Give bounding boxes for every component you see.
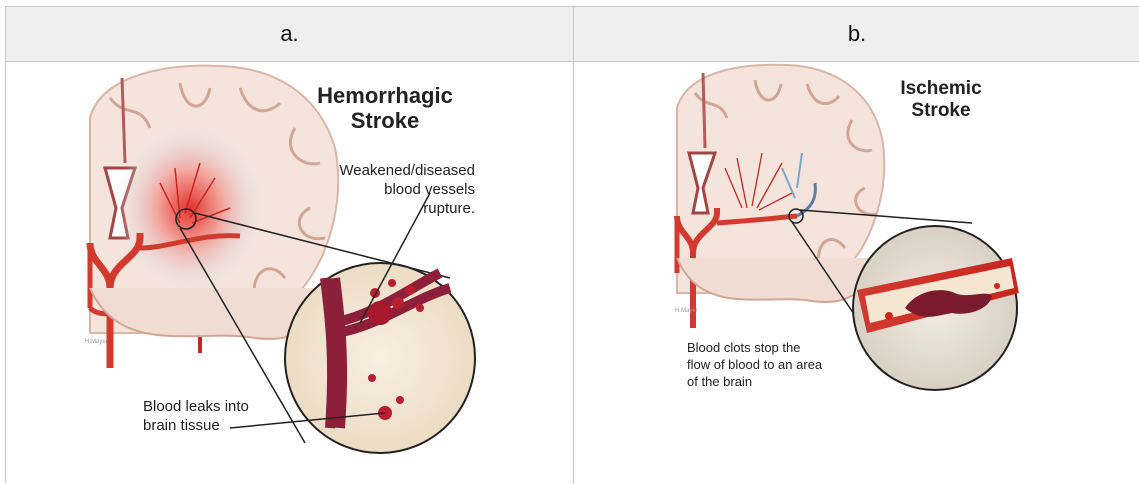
callout-rupture-line-1: Weakened/diseased [339,162,475,179]
title-line-2: Stroke [911,100,970,121]
callout-leak-line-1: Blood leaks into [143,398,249,415]
callout-clot-line-2: flow of blood to an area [687,357,823,372]
callout-leak-line-2: brain tissue [143,417,220,434]
title-line-1: Hemorrhagic [317,83,453,108]
callout-clot-line-3: of the brain [687,374,752,389]
column-header-b: b. [574,7,1139,62]
callout-clot-line-1: Blood clots stop the [687,340,800,355]
artist-signature: H.Mayer [85,339,108,345]
artist-signature: H.Mayer [675,308,698,314]
hemorrhage-area [115,123,265,293]
column-divider [573,62,574,484]
hemorrhagic-stroke-illustration: Hemorrhagic Stroke Weakened/diseased blo… [80,58,500,473]
title-line-2: Stroke [351,108,419,133]
callout-rupture-line-3: rupture. [423,200,475,217]
callout-rupture-line-2: blood vessels [384,181,475,198]
column-header-a: a. [6,7,574,62]
title-line-1: Ischemic [900,78,982,99]
ischemic-stroke-illustration: Ischemic Stroke Blood clots stop the flo… [667,58,1057,398]
